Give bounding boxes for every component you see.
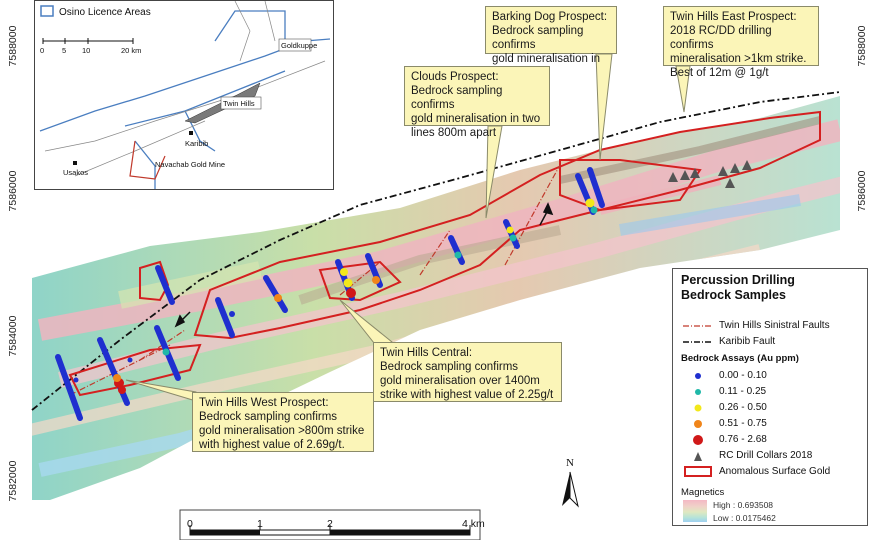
triangle-icon bbox=[694, 452, 702, 461]
north-label: N bbox=[566, 457, 574, 469]
callout-barking-dog: Barking Dog Prospect: Bedrock sampling c… bbox=[485, 6, 617, 79]
inset-place-usakos: Usakos bbox=[63, 168, 88, 177]
callout-twin-hills-central: Twin Hills Central: Bedrock sampling con… bbox=[373, 342, 562, 402]
callout-clouds-text: Clouds Prospect: Bedrock sampling confir… bbox=[411, 71, 541, 139]
legend-title: Percussion Drilling Bedrock Samples bbox=[681, 273, 795, 302]
assay-point bbox=[509, 234, 517, 242]
inset-place-karibib: Karibib bbox=[185, 139, 208, 148]
fault-arrows bbox=[174, 202, 554, 328]
inset-legend-label: Osino Licence Areas bbox=[59, 7, 151, 18]
assay-point bbox=[127, 357, 133, 363]
assay-point bbox=[372, 276, 380, 284]
coord-right-1: 7588000 bbox=[856, 25, 868, 67]
inset-place-navachab: Navachab Gold Mine bbox=[155, 160, 225, 169]
callout-twin-hills-west-text: Twin Hills West Prospect: Bedrock sampli… bbox=[199, 397, 365, 451]
callout-twin-hills-west: Twin Hills West Prospect: Bedrock sampli… bbox=[192, 392, 374, 452]
coord-left-2: 7586000 bbox=[7, 170, 19, 212]
assay-point bbox=[162, 348, 170, 356]
sinistral-fault-symbol bbox=[683, 325, 713, 327]
assay-dot-icon bbox=[695, 389, 701, 395]
assay-point bbox=[454, 251, 462, 259]
assay-point bbox=[113, 374, 121, 382]
inset-place-goldkuppe: Goldkuppe bbox=[281, 41, 317, 50]
assay-points bbox=[73, 198, 598, 394]
karibib-fault-symbol bbox=[683, 341, 713, 343]
assay-dot-icon bbox=[695, 373, 701, 379]
scale-label-2: 2 bbox=[327, 518, 333, 530]
inset-place-twin-hills: Twin Hills bbox=[223, 99, 255, 108]
callout-clouds: Clouds Prospect: Bedrock sampling confir… bbox=[404, 66, 550, 139]
inset-scale-0: 0 bbox=[40, 46, 44, 55]
assay-point bbox=[343, 278, 353, 288]
scale-label-0: 0 bbox=[187, 518, 193, 530]
assay-dot-icon bbox=[694, 404, 702, 412]
map-legend: Percussion Drilling Bedrock Samples Twin… bbox=[672, 268, 868, 526]
callout-pointers bbox=[125, 53, 691, 405]
assay-point bbox=[340, 268, 348, 276]
legend-mag-low: Low : 0.0175462 bbox=[713, 513, 776, 523]
scale-label-4: 4 km bbox=[462, 518, 485, 530]
inset-scale-10: 10 bbox=[82, 46, 90, 55]
rc-drill-collars bbox=[668, 160, 752, 188]
coord-right-2: 7586000 bbox=[856, 170, 868, 212]
scale-bar bbox=[179, 509, 481, 540]
coord-left-1: 7588000 bbox=[7, 25, 19, 67]
inset-map-graphic: Osino Licence Areas 0 5 10 20 km Goldkup… bbox=[39, 1, 331, 189]
assay-point bbox=[73, 377, 79, 383]
karibib-fault-line bbox=[31, 91, 841, 411]
magnetics-color-ramp bbox=[683, 500, 707, 522]
inset-scale-20: 20 km bbox=[121, 46, 141, 55]
coord-left-4: 7582000 bbox=[7, 460, 19, 502]
scale-label-1: 1 bbox=[257, 518, 263, 530]
legend-assays-heading: Bedrock Assays (Au ppm) bbox=[681, 353, 799, 364]
assay-point bbox=[585, 198, 595, 208]
anomaly-outline-icon bbox=[684, 466, 712, 477]
inset-map: Osino Licence Areas 0 5 10 20 km Goldkup… bbox=[34, 0, 334, 190]
assay-point bbox=[274, 294, 282, 302]
callout-twin-hills-east: Twin Hills East Prospect: 2018 RC/DD dri… bbox=[663, 6, 819, 79]
callout-twin-hills-central-text: Twin Hills Central: Bedrock sampling con… bbox=[380, 347, 554, 401]
legend-karibib-label: Karibib Fault bbox=[719, 336, 776, 347]
assay-dot-icon bbox=[693, 435, 703, 445]
legend-mag-high: High : 0.693508 bbox=[713, 500, 774, 510]
bedrock-sample-lines bbox=[55, 167, 605, 421]
assay-point bbox=[590, 206, 598, 214]
callout-twin-hills-east-text: Twin Hills East Prospect: 2018 RC/DD dri… bbox=[670, 11, 807, 79]
assay-dot-icon bbox=[694, 420, 702, 428]
inset-scale-5: 5 bbox=[62, 46, 66, 55]
north-arrow: N bbox=[562, 457, 579, 508]
assay-point bbox=[118, 386, 126, 394]
assay-point bbox=[346, 288, 356, 298]
assay-point bbox=[229, 311, 235, 317]
legend-magnetics-title: Magnetics bbox=[681, 487, 725, 498]
legend-sinistral-label: Twin Hills Sinistral Faults bbox=[719, 320, 830, 331]
coord-left-3: 7584000 bbox=[7, 315, 19, 357]
assay-point bbox=[506, 226, 514, 234]
